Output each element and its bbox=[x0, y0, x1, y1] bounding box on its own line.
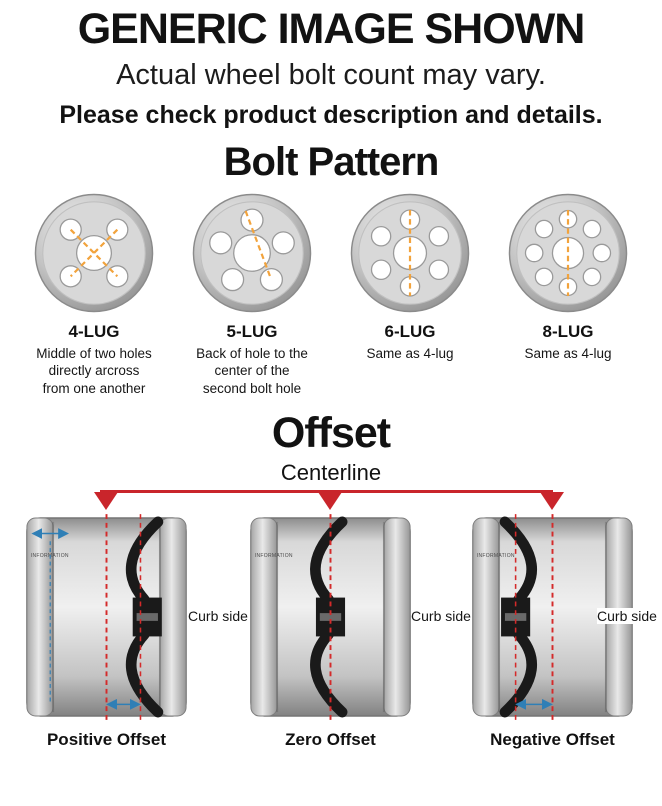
centerline-rule bbox=[100, 489, 553, 493]
curb-side-label-2: Curb side bbox=[411, 607, 471, 624]
wheel-right-lip bbox=[383, 517, 411, 717]
page-subtitle: Actual wheel bolt count may vary. bbox=[116, 59, 546, 92]
lug-description: Middle of two holes directly arcross fro… bbox=[36, 346, 152, 396]
hub-bore bbox=[504, 612, 527, 621]
bolt-pattern-6lug: 6-LUG Same as 4-lug bbox=[334, 189, 486, 396]
6-lug-wheel-icon bbox=[350, 194, 470, 313]
barrel-text: INFORMATION bbox=[477, 553, 515, 559]
offset-title: Offset bbox=[271, 408, 391, 457]
wheel-spoke-profile bbox=[125, 516, 164, 718]
hub-bore bbox=[319, 612, 342, 621]
zero-offset-wheel-diagram: INFORMATION bbox=[248, 513, 413, 720]
positive-offset-wheel-diagram: INFORMATION bbox=[24, 513, 189, 720]
4-lug-wheel-icon bbox=[34, 194, 154, 313]
centerline-label: Centerline bbox=[280, 459, 382, 485]
centerline-marker-right bbox=[540, 491, 564, 510]
page-title: GENERIC IMAGE SHOWN bbox=[77, 5, 586, 53]
lug-label: 4-LUG bbox=[68, 322, 120, 342]
wheel-left-lip bbox=[250, 517, 278, 717]
lug-holes bbox=[370, 209, 450, 297]
negative-offset-wheel-diagram: INFORMATION bbox=[470, 513, 635, 720]
bolt-pattern-5lug: 5-LUG Back of hole to the center of the … bbox=[176, 189, 328, 396]
bolt-pattern-row: 4-LUG Middle of two holes directly arcro… bbox=[0, 189, 662, 396]
measurement-lines bbox=[69, 229, 119, 278]
wheel-spoke-profile bbox=[499, 516, 537, 718]
wheel-right-lip bbox=[159, 517, 187, 717]
bolt-pattern-8lug: 8-LUG Same as 4-lug bbox=[492, 189, 644, 396]
curb-side-label-1: Curb side bbox=[188, 607, 248, 624]
lug-description: Back of hole to the center of the second… bbox=[196, 346, 308, 396]
curb-side-label-3: Curb side bbox=[597, 607, 657, 624]
positive-offset-label: Positive Offset bbox=[46, 729, 167, 749]
bolt-pattern-4lug: 4-LUG Middle of two holes directly arcro… bbox=[18, 189, 170, 396]
measurement-lines bbox=[244, 210, 273, 281]
lug-label: 6-LUG bbox=[384, 322, 436, 342]
barrel-text: INFORMATION bbox=[255, 553, 293, 559]
8-lug-wheel-icon bbox=[508, 194, 628, 313]
bolt-pattern-title: Bolt Pattern bbox=[223, 140, 440, 185]
page-note: Please check product description and det… bbox=[59, 101, 603, 130]
offset-diagram: Centerline INFORMATION bbox=[0, 460, 662, 764]
lug-description: Same as 4-lug bbox=[524, 346, 612, 362]
lug-description: Same as 4-lug bbox=[366, 346, 454, 362]
negative-offset-label: Negative Offset bbox=[490, 729, 615, 749]
hub-hole bbox=[233, 234, 271, 273]
wheel-spoke-profile bbox=[310, 516, 348, 718]
lug-label: 5-LUG bbox=[226, 322, 278, 342]
centerline-marker-left bbox=[94, 491, 118, 510]
zero-offset-label: Zero Offset bbox=[285, 729, 376, 749]
lug-label: 8-LUG bbox=[542, 322, 594, 342]
wheel-left-lip bbox=[26, 517, 54, 717]
hub-bore bbox=[136, 612, 158, 621]
centerline-marker-center bbox=[318, 491, 342, 510]
5-lug-wheel-icon bbox=[192, 194, 312, 313]
wheel-left-lip bbox=[472, 517, 500, 717]
